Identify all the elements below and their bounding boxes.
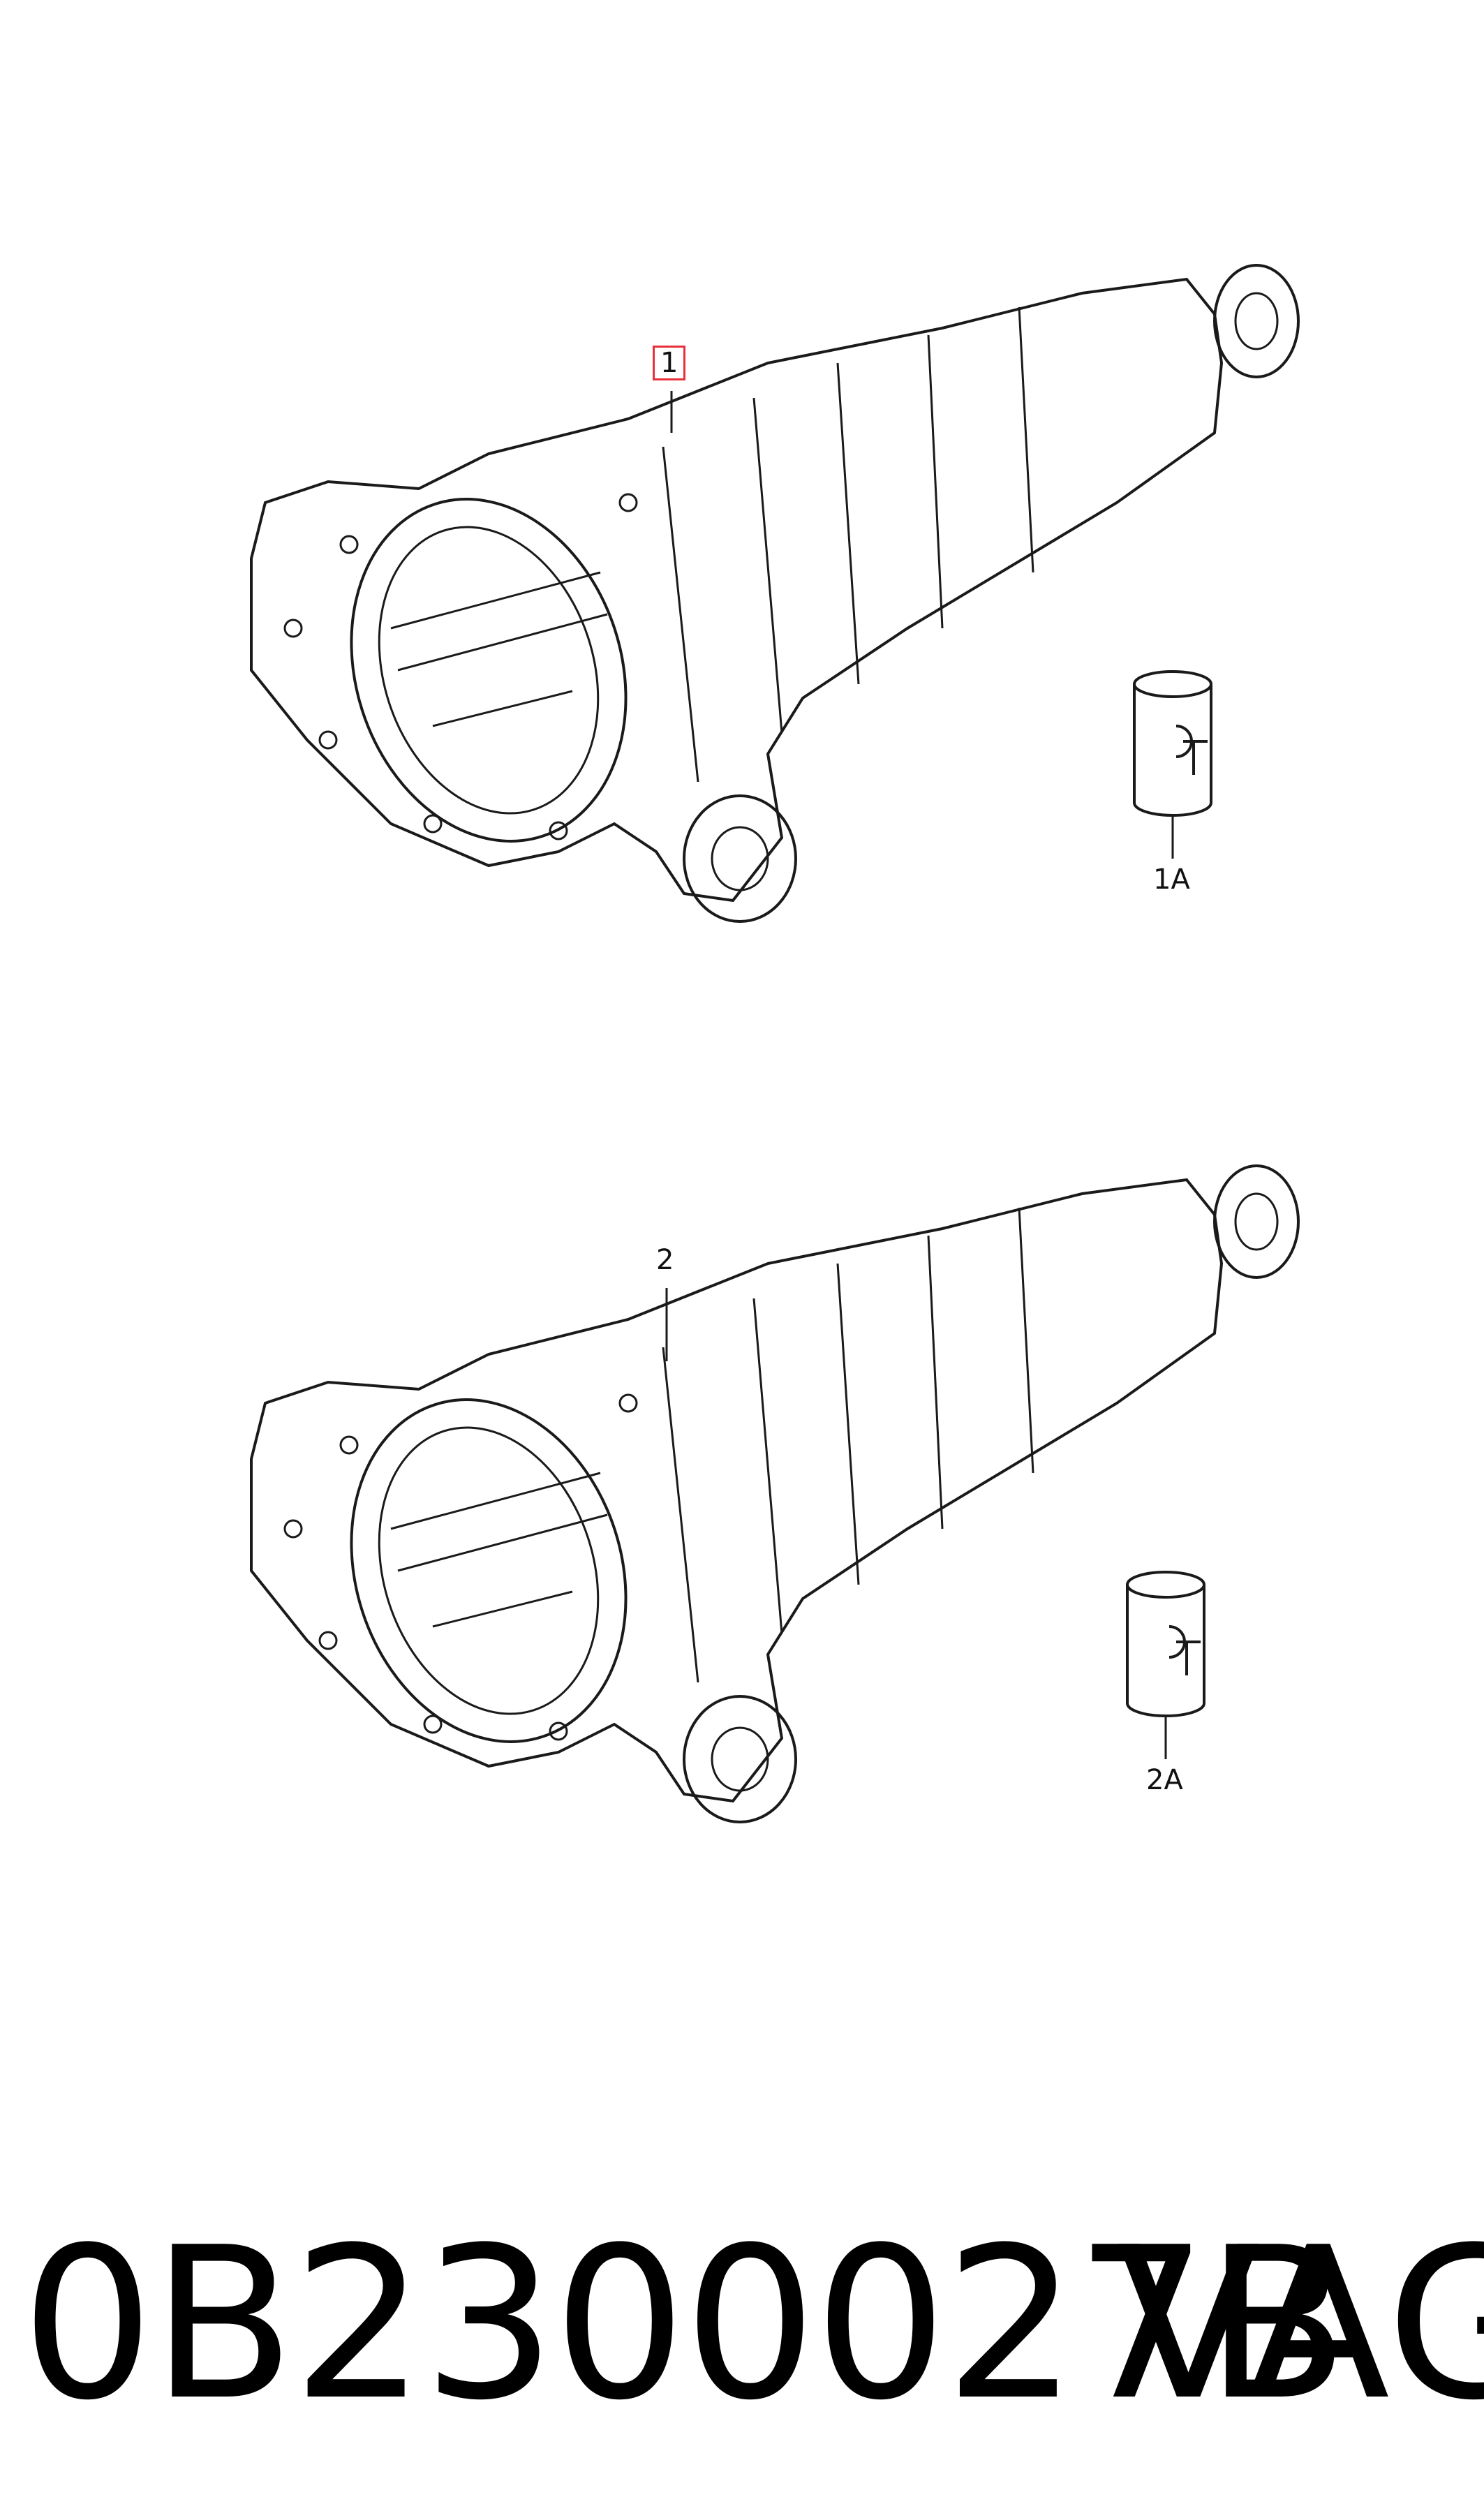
callout-1a[interactable]: 1A — [1153, 864, 1190, 896]
callout-2a[interactable]: 2A — [1146, 1764, 1183, 1796]
callout-1[interactable]: 1 — [653, 346, 686, 380]
gearbox-assembly-1 — [250, 264, 1300, 923]
part-number: 0B2300027B — [21, 2202, 1349, 2446]
gearbox-assembly-2 — [250, 1164, 1300, 1823]
oil-bottle-2a — [1126, 1571, 1205, 1717]
callout-2[interactable]: 2 — [656, 1244, 674, 1276]
brand-name: VAG — [1117, 2202, 1484, 2446]
oil-bottle-1a — [1133, 670, 1212, 817]
